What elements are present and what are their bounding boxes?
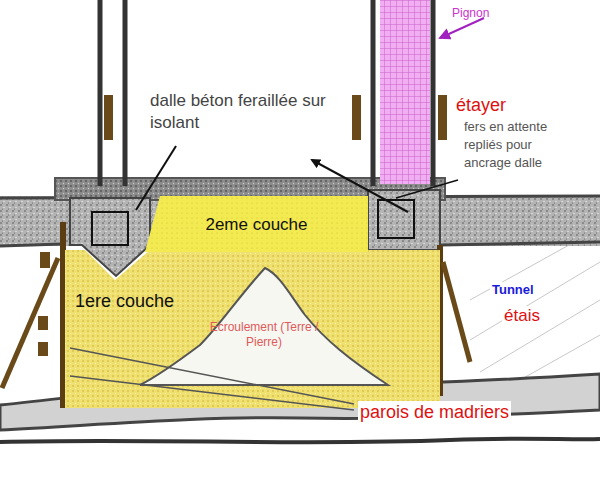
leader-arrow (440, 18, 484, 38)
leader-line (396, 180, 458, 198)
layer-label: 2eme couche (145, 214, 368, 235)
leader-line (136, 146, 176, 210)
text-holder: Ecroulement (Terre / Pierre) (204, 320, 324, 350)
rebar-note: fers en attente repliés pour ancrage dal… (462, 118, 578, 172)
leader-line (70, 348, 354, 404)
part-name: Pignon (452, 6, 489, 21)
instruction-note: étayer (456, 94, 506, 116)
layer-label: Ecroulement (Terre / Pierre) (204, 320, 324, 350)
slab-note: dalle béton feraillée sur isolant (150, 90, 340, 134)
layer-label: 1ere couche (75, 290, 215, 312)
area-name: Tunnel (490, 282, 536, 298)
soil-layer: 2eme couche (145, 196, 368, 252)
part-name: parois de madriers (358, 401, 511, 423)
text-holder: 1ere couche (75, 290, 215, 312)
part-name: étais (502, 306, 542, 326)
leader-arrow (312, 160, 408, 212)
leader-line (70, 376, 354, 410)
text-holder: 2eme couche (145, 214, 368, 235)
